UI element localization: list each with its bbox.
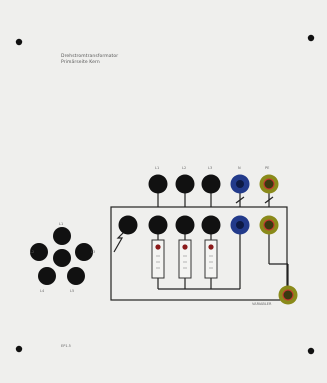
resistor xyxy=(204,239,218,279)
selector-socket[interactable] xyxy=(38,267,56,285)
socket-l1[interactable] xyxy=(148,174,168,194)
socket-w[interactable] xyxy=(201,215,221,235)
frame-label: VARIABLER xyxy=(252,302,272,306)
resistor-indicator xyxy=(155,244,161,250)
socket-n2-inner xyxy=(236,221,244,229)
wiring-diagram xyxy=(110,184,289,301)
selector-label: L1 xyxy=(59,222,64,226)
label-l3: L3 xyxy=(208,166,213,170)
panel-title-line-1: Drehstromtransformator xyxy=(61,54,119,59)
selector-label: L4 xyxy=(40,289,45,293)
socket-l3[interactable] xyxy=(201,174,221,194)
socket-n-inner xyxy=(236,180,244,188)
socket-u[interactable] xyxy=(148,215,168,235)
selector-label: L3 xyxy=(91,250,96,254)
socket-pe-bottom-inner xyxy=(282,289,294,301)
mounting-screw xyxy=(15,38,23,46)
socket-v[interactable] xyxy=(175,215,195,235)
resistor-indicator xyxy=(208,244,214,250)
socket-pe-inner xyxy=(263,178,275,190)
mounting-screw xyxy=(307,34,315,42)
second-socket-row xyxy=(118,215,279,235)
resistor-group xyxy=(151,239,218,279)
selector-socket[interactable] xyxy=(75,243,93,261)
label-l2: L2 xyxy=(182,166,187,170)
mounting-screw xyxy=(307,347,315,355)
top-socket-row xyxy=(148,174,279,194)
resistor-indicator xyxy=(182,244,188,250)
resistor xyxy=(178,239,192,279)
selector-label: L2 xyxy=(30,250,35,254)
label-n: N xyxy=(238,166,241,170)
mounting-screw xyxy=(15,345,23,353)
selector-label: L5 xyxy=(70,289,75,293)
selector-cluster xyxy=(30,227,93,285)
socket-left[interactable] xyxy=(118,215,138,235)
panel-title-line-2: Primärseite Kern xyxy=(61,60,100,65)
selector-socket[interactable] xyxy=(67,267,85,285)
selector-socket[interactable] xyxy=(53,227,71,245)
label-pe: PE xyxy=(265,166,270,170)
selector-socket[interactable] xyxy=(53,249,71,267)
resistor xyxy=(151,239,165,279)
label-l1: L1 xyxy=(155,166,160,170)
selector-socket[interactable] xyxy=(30,243,48,261)
socket-pe2-inner xyxy=(263,219,275,231)
socket-l2[interactable] xyxy=(175,174,195,194)
panel-code: EP1.5 xyxy=(61,344,71,348)
